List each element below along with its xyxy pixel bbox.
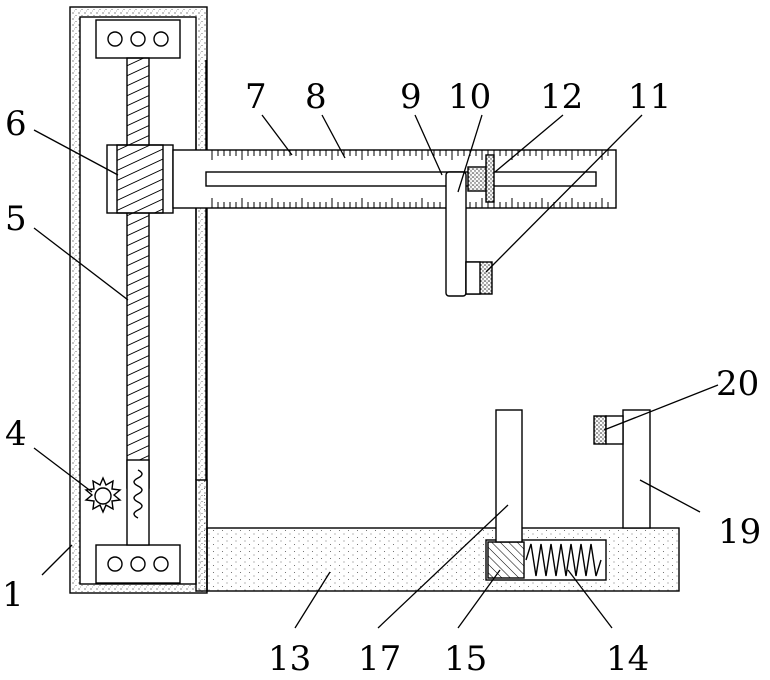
sliding-block xyxy=(488,542,524,578)
moving-parts xyxy=(196,155,679,591)
movable-clamp-post xyxy=(496,410,522,542)
label-8: 8 xyxy=(305,77,327,117)
label-4: 4 xyxy=(5,414,27,454)
label-5: 5 xyxy=(5,199,27,239)
label-1: 1 xyxy=(2,575,24,615)
label-12: 12 xyxy=(540,77,583,117)
label-7: 7 xyxy=(245,77,267,117)
upper-contact-holder xyxy=(466,262,480,294)
label-20: 20 xyxy=(716,364,759,404)
label-15: 15 xyxy=(444,639,487,679)
fixed-clamp-post xyxy=(623,410,650,528)
label-9: 9 xyxy=(400,77,422,117)
label-11: 11 xyxy=(628,77,671,117)
probe-rod xyxy=(446,172,466,296)
base-corner xyxy=(196,480,207,591)
label-6: 6 xyxy=(5,104,27,144)
label-19: 19 xyxy=(718,512,761,552)
lock-knob xyxy=(486,155,494,202)
lead-screw xyxy=(127,58,149,488)
label-14: 14 xyxy=(606,639,649,679)
arm-slot xyxy=(206,172,596,186)
slider-nut xyxy=(117,145,163,213)
frame-group xyxy=(70,7,616,593)
label-17: 17 xyxy=(358,639,401,679)
label-10: 10 xyxy=(448,77,491,117)
lower-contact-holder xyxy=(606,416,623,444)
base-plate xyxy=(207,528,679,591)
label-13: 13 xyxy=(268,639,311,679)
